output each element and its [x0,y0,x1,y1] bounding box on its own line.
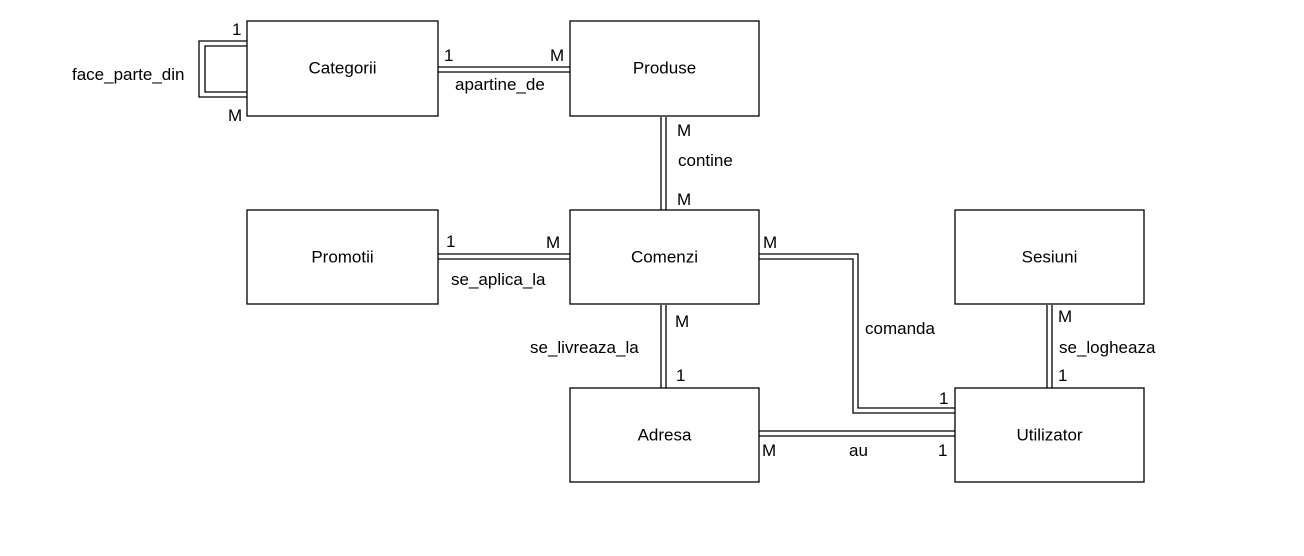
cardinality-comanda-b: 1 [939,389,948,408]
cardinality-se-logheaza-b: 1 [1058,366,1067,385]
entity-categorii-label: Categorii [308,58,376,77]
entity-comenzi-label: Comenzi [631,247,698,266]
relationship-comanda-label: comanda [865,319,935,338]
cardinality-face-parte-din-a: 1 [232,20,241,39]
relationship-face-parte-din-label: face_parte_din [72,65,184,84]
relationship-contine-lines [660,117,667,211]
cardinality-apartine-de-b: M [550,46,564,65]
relationship-se-livreaza-la-label: se_livreaza_la [530,338,639,357]
entity-sesiuni[interactable]: Sesiuni [954,209,1145,305]
cardinality-contine-a: M [677,121,691,140]
entity-sesiuni-label: Sesiuni [1022,247,1078,266]
entity-utilizator-label: Utilizator [1016,425,1082,444]
cardinality-au-b: 1 [938,441,947,460]
entity-adresa[interactable]: Adresa [569,387,760,483]
relationship-comanda-lines [759,253,955,414]
entity-promotii[interactable]: Promotii [246,209,439,305]
relationship-apartine-de-lines [438,66,570,73]
entity-produse[interactable]: Produse [569,20,760,117]
entity-adresa-label: Adresa [638,425,692,444]
entity-categorii[interactable]: Categorii [246,20,439,117]
cardinality-apartine-de-a: 1 [444,46,453,65]
relationship-apartine-de-label: apartine_de [455,75,545,94]
entity-comenzi[interactable]: Comenzi [569,209,760,305]
cardinality-au-a: M [762,441,776,460]
entity-promotii-label: Promotii [311,247,373,266]
relationship-se-aplica-la-lines [438,253,570,260]
relationship-au-label: au [849,441,868,460]
cardinality-contine-b: M [677,190,691,209]
cardinality-se-livreaza-la-a: M [675,312,689,331]
cardinality-se-aplica-la-b: M [546,233,560,252]
relationship-face-parte-din-lines [198,40,247,98]
cardinality-comanda-a: M [763,233,777,252]
relationship-se-livreaza-la-lines [660,305,667,388]
cardinality-se-livreaza-la-b: 1 [676,366,685,385]
relationship-se-logheaza-label: se_logheaza [1059,338,1156,357]
entity-produse-label: Produse [633,58,696,77]
relationship-contine-label: contine [678,151,733,170]
entity-utilizator[interactable]: Utilizator [954,387,1145,483]
cardinality-se-logheaza-a: M [1058,307,1072,326]
cardinality-face-parte-din-b: M [228,106,242,125]
relationship-se-logheaza-lines [1046,305,1053,388]
relationship-au-lines [759,430,955,437]
cardinality-se-aplica-la-a: 1 [446,232,455,251]
relationship-se-aplica-la-label: se_aplica_la [451,270,546,289]
